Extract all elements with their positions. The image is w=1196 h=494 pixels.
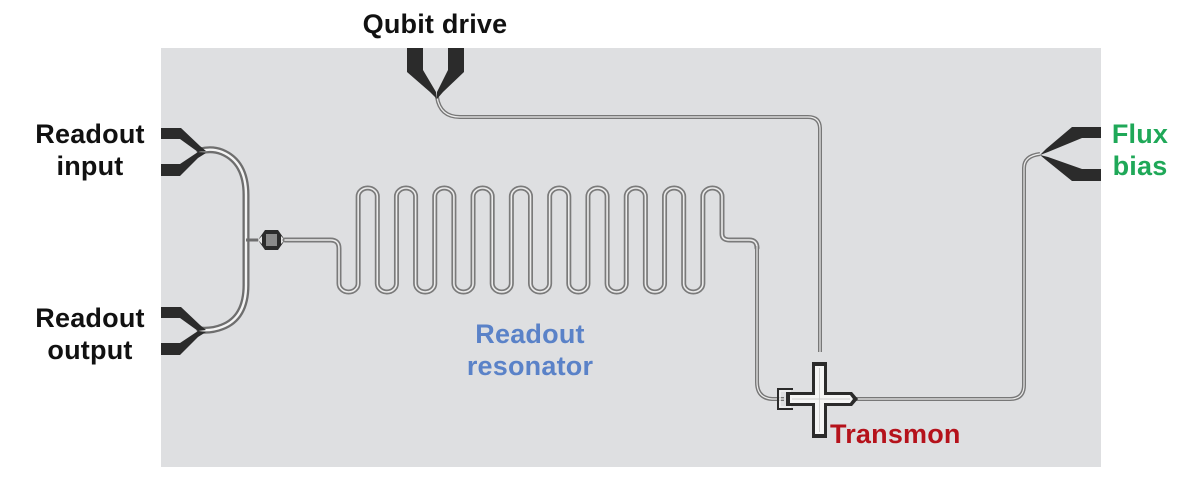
qubit-drive-line <box>435 96 822 352</box>
flux-bias-label-line1: Flux <box>1111 119 1169 149</box>
flux-bias-label: Flux bias <box>1104 118 1176 182</box>
readout-output-label-line2: output <box>47 335 133 365</box>
readout-input-label-line1: Readout <box>35 119 145 149</box>
qubit-drive-pads <box>407 48 464 99</box>
readout-output-pads <box>161 307 206 355</box>
readout-output-label: Readout output <box>20 302 160 366</box>
qubit-drive-label: Qubit drive <box>350 8 520 40</box>
chip-substrate <box>161 48 1101 467</box>
flux-bias-label-line2: bias <box>1112 151 1168 181</box>
resonator-transmon-lead <box>755 246 784 401</box>
resonator-trace-inner <box>284 187 758 293</box>
readout-resonator <box>282 185 760 295</box>
transmon-qubit <box>777 362 858 438</box>
flux-bias-pads <box>1040 127 1101 181</box>
readout-resonator-label-line2: resonator <box>466 351 594 381</box>
flux-bias-line <box>855 152 1041 401</box>
readout-resonator-label-line1: Readout <box>475 319 585 349</box>
readout-input-label-line2: input <box>56 151 124 181</box>
readout-resonator-label: Readout resonator <box>430 318 630 382</box>
readout-input-pads <box>161 128 206 176</box>
readout-output-label-line1: Readout <box>35 303 145 333</box>
readout-input-label: Readout input <box>20 118 160 182</box>
transmon-label-text: Transmon <box>830 419 961 449</box>
transmon-label: Transmon <box>830 418 980 450</box>
qubit-drive-label-text: Qubit drive <box>362 9 508 39</box>
